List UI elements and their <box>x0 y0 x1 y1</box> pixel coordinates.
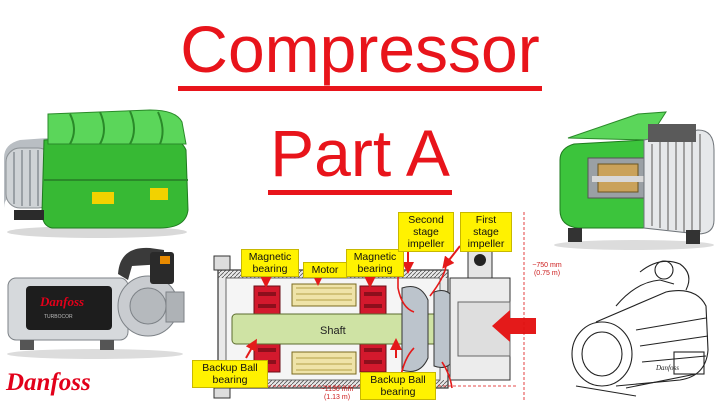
shaft-label: Shaft <box>320 325 346 337</box>
label-second-stage-impeller: Second stage impeller <box>398 212 454 252</box>
danfoss-logo: Danfoss <box>5 369 91 396</box>
label-motor: Motor <box>303 262 347 278</box>
magnetic-compressor-image: Danfoss TURBOCOR <box>7 247 185 359</box>
label-magnetic-bearing-left: Magnetic bearing <box>241 249 299 277</box>
svg-text:Danfoss: Danfoss <box>39 294 84 309</box>
svg-text:Danfoss: Danfoss <box>655 364 679 372</box>
green-compressor-image <box>4 109 189 238</box>
dimension-length: ~1130 mm (1.13 m) <box>312 386 362 402</box>
label-backup-ball-bearing-right: Backup Ball bearing <box>360 372 436 400</box>
label-backup-ball-bearing-left: Backup Ball bearing <box>192 360 268 388</box>
svg-text:TURBOCOR: TURBOCOR <box>44 314 73 320</box>
dimension-height-m: (0.75 m) <box>533 270 561 277</box>
line-drawing-image: Danfoss <box>571 260 709 397</box>
cutaway-compressor-image <box>554 111 715 250</box>
title-line-2: Part A <box>0 116 720 195</box>
dimension-height-mm: ~750 mm <box>532 262 562 269</box>
dimension-height: ~750 mm (0.75 m) <box>526 262 568 278</box>
label-first-stage-impeller: First stage impeller <box>460 212 512 252</box>
title-line-1: Compressor <box>0 12 720 91</box>
label-magnetic-bearing-right: Magnetic bearing <box>346 249 404 277</box>
dimension-length-m: (1.13 m) <box>323 394 351 401</box>
dimension-length-mm: ~1130 mm <box>320 386 354 393</box>
svg-text:Danfoss: Danfoss <box>5 369 91 396</box>
